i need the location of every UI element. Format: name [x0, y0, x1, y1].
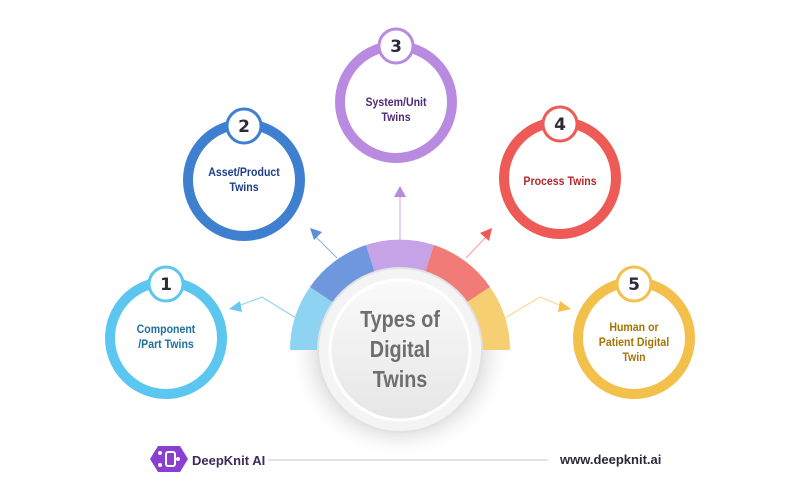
node-3-label-line1: System/Unit [365, 95, 427, 109]
node-5-label-line2: Patient Digital [598, 335, 670, 349]
node-3-label-line2: Twins [381, 110, 411, 124]
node-5: 5 [573, 265, 695, 399]
node-5-label-line3: Twin [622, 350, 646, 364]
node-2-number: 2 [238, 117, 250, 137]
hub-disc [328, 278, 472, 422]
node-4-label-line1: Process Twins [523, 174, 597, 188]
node-4-number: 4 [554, 115, 566, 135]
node-5-label-line1: Human or [609, 320, 659, 334]
center-title-line1: Types of [360, 306, 440, 332]
connector-1 [229, 296, 297, 319]
connector-3 [394, 186, 406, 240]
footer-brand: DeepKnit AI [192, 453, 266, 468]
node-3-label: System/Unit Twins [352, 95, 440, 125]
connector-2 [310, 228, 338, 259]
node-1-label-line2: /Part Twins [138, 337, 194, 351]
node-1-number: 1 [160, 275, 172, 295]
node-4: 4 [499, 105, 621, 239]
node-2-label: Asset/Product Twins [200, 165, 288, 195]
node-1-label: Component /Part Twins [122, 322, 210, 352]
node-2-label-line2: Twins [229, 180, 259, 194]
node-5-label: Human or Patient Digital Twin [590, 320, 678, 365]
node-3: 3 [335, 27, 457, 163]
node-1-label-line1: Component [136, 322, 196, 336]
node-2-label-line1: Asset/Product [208, 165, 280, 179]
node-2: 2 [183, 107, 305, 241]
connector-5 [504, 296, 571, 319]
node-4-label: Process Twins [516, 174, 604, 189]
center-title: Types of Digital Twins [340, 304, 460, 394]
node-1: 1 [105, 265, 227, 399]
center-title-line2: Digital Twins [369, 336, 431, 392]
connector-4 [465, 228, 492, 259]
footer-url[interactable]: www.deepknit.ai [560, 452, 662, 467]
node-3-number: 3 [390, 37, 402, 57]
footer-logo-icon [150, 446, 188, 472]
node-5-number: 5 [628, 275, 640, 295]
